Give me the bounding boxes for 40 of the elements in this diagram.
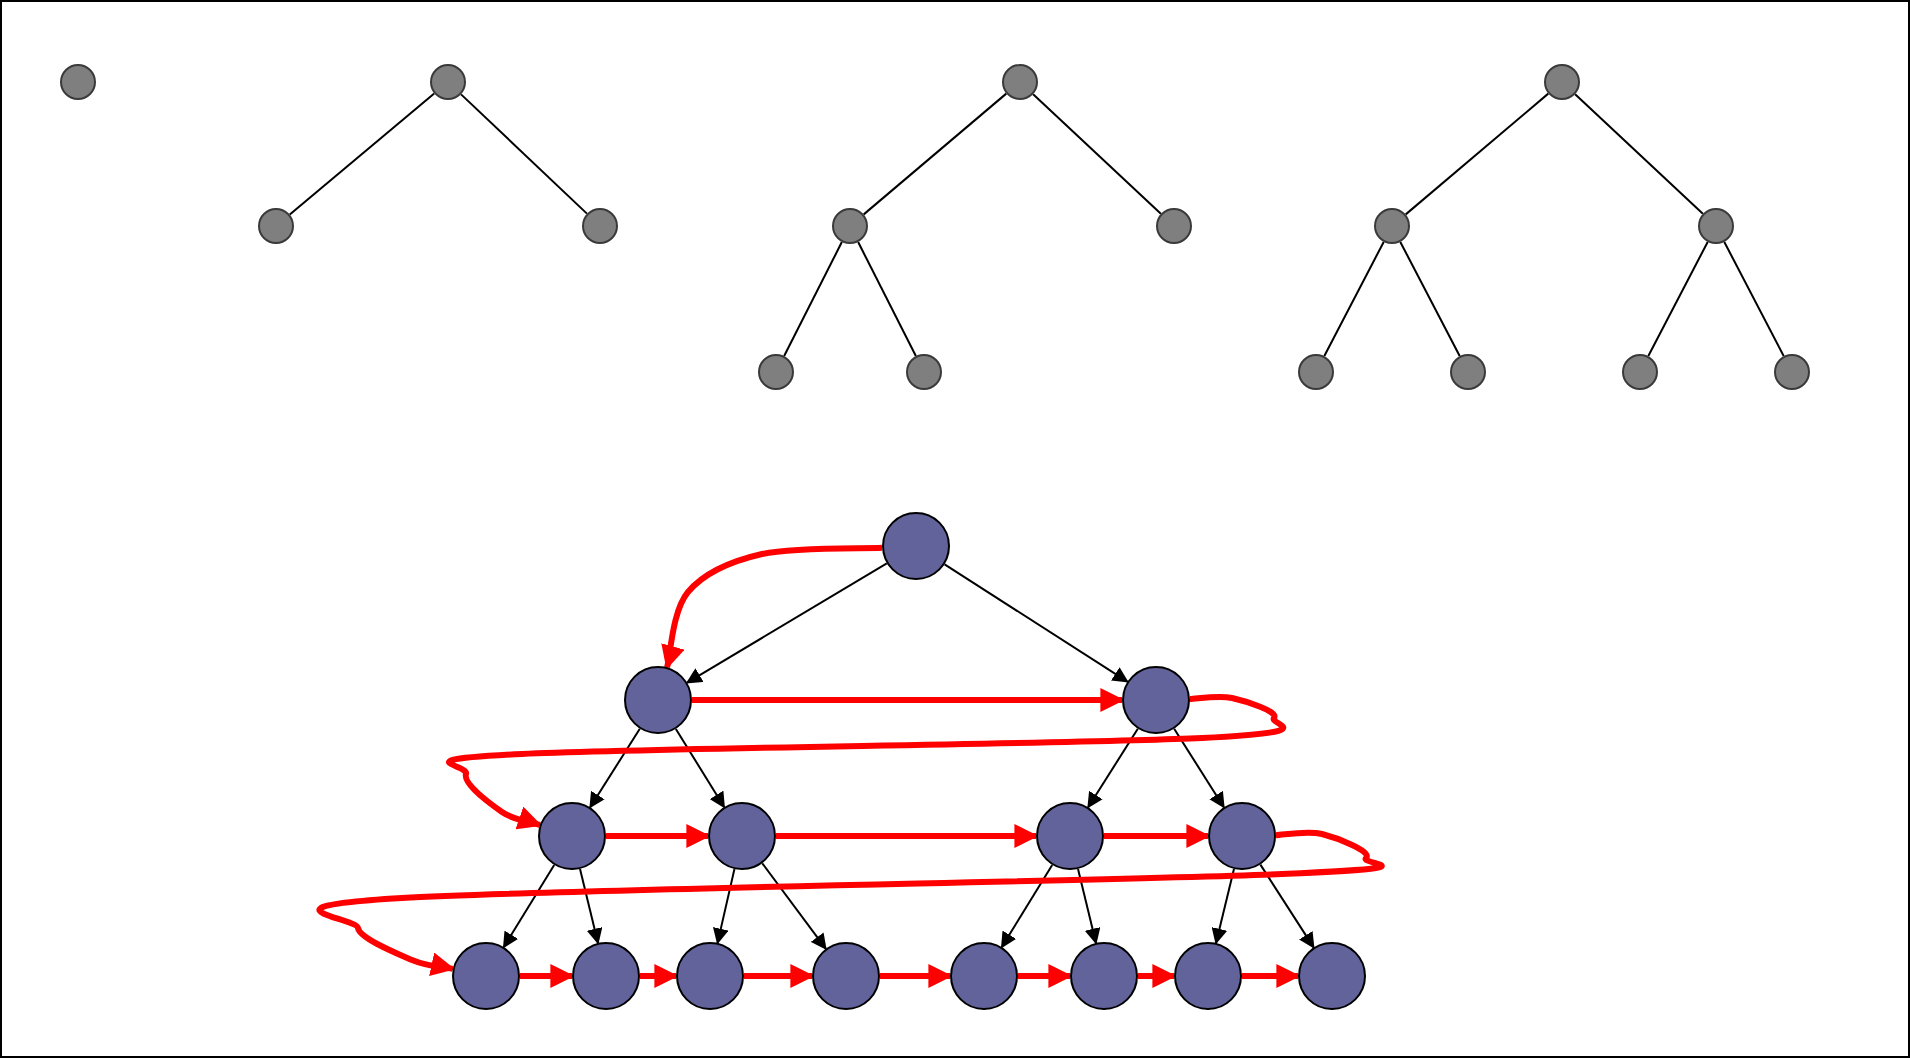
arrow [1138,964,1177,988]
arrow [1087,727,1139,809]
arrow [320,829,1380,977]
arrow [713,868,736,945]
arrow [1104,824,1211,848]
arrow [744,964,815,988]
arrow [1077,868,1101,945]
arrow [1259,863,1315,949]
arrow [640,964,679,988]
arrow [589,727,641,809]
arrow [1000,863,1054,949]
connector-line [1032,93,1162,215]
connector-line [1323,240,1385,358]
arrow [1211,868,1235,945]
connector-line [1647,240,1709,358]
connector-line [1404,92,1550,216]
arrow [520,964,575,988]
connector-line [1574,93,1704,215]
connector-line [862,92,1008,216]
arrow [1242,964,1301,988]
arrow [1173,727,1225,809]
arrow [692,688,1125,712]
arrow [674,727,726,809]
connector-line [1399,240,1461,358]
arrow [449,693,1283,831]
arrow [685,562,888,684]
connector-line [460,93,588,215]
connector-line [783,241,843,357]
arrow [943,563,1129,683]
arrow [606,824,711,848]
arrow [776,824,1039,848]
arrow [880,964,953,988]
arrow [761,862,827,950]
arrow [660,544,883,670]
arrow [1018,964,1073,988]
connector-line [1723,240,1785,358]
connector-line [288,92,436,216]
arrow [502,863,556,949]
connector-line [857,241,917,357]
arrow [579,868,603,945]
